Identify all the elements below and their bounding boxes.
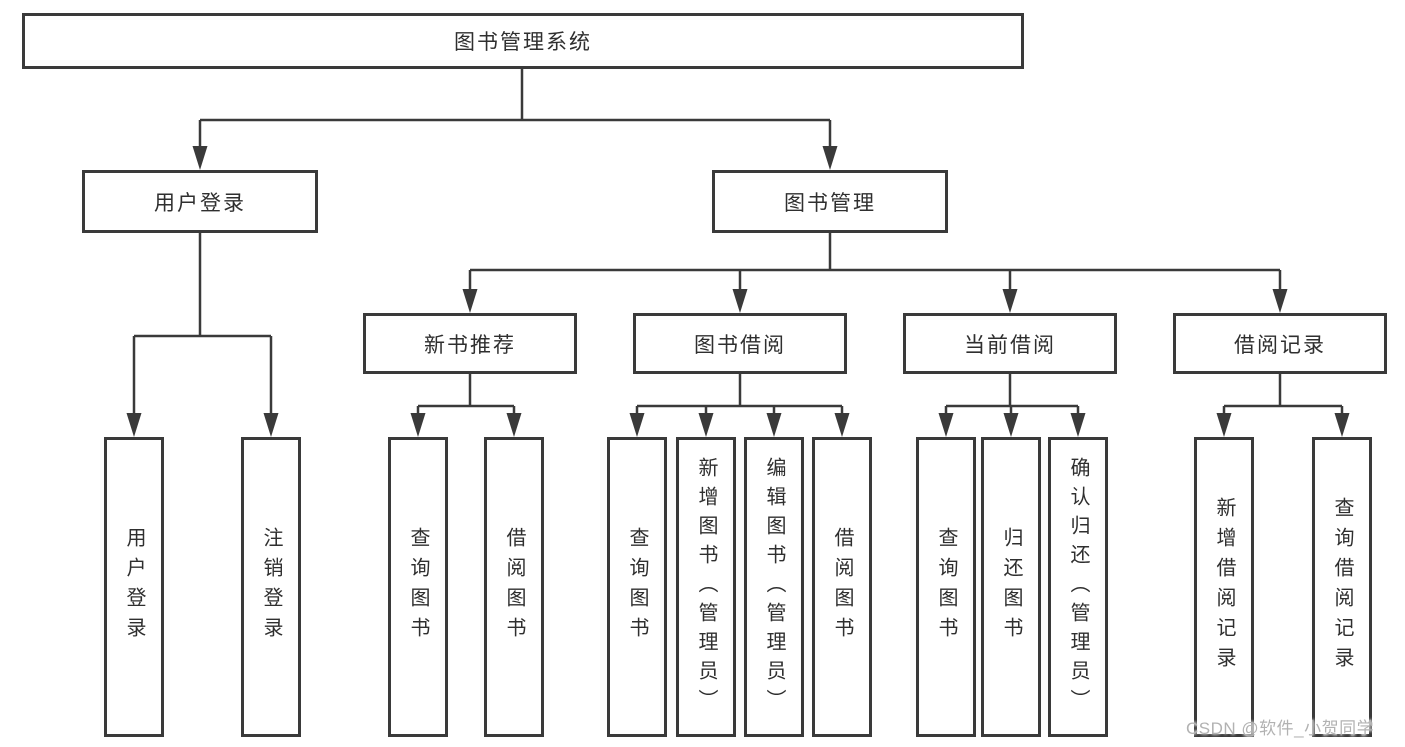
node-leaf-nb-borrow-book: 借阅图书 xyxy=(484,437,544,737)
node-leaf-cb-return-book-label: 归还图书 xyxy=(1000,527,1022,647)
node-leaf-bb-edit-book-label: 编辑图书（管理员） xyxy=(763,456,785,718)
node-borrow-record: 借阅记录 xyxy=(1173,313,1387,374)
node-leaf-bb-borrow-book-label: 借阅图书 xyxy=(831,527,853,647)
node-new-book-recommend-label: 新书推荐 xyxy=(424,333,516,357)
node-leaf-br-add-record: 新增借阅记录 xyxy=(1194,437,1254,737)
node-leaf-user-login-label: 用户登录 xyxy=(123,527,145,647)
node-borrow-record-label: 借阅记录 xyxy=(1234,333,1326,357)
node-leaf-bb-borrow-book: 借阅图书 xyxy=(812,437,872,737)
node-leaf-cb-return-book: 归还图书 xyxy=(981,437,1041,737)
node-leaf-logout-label: 注销登录 xyxy=(260,527,282,647)
node-leaf-bb-add-book-label: 新增图书（管理员） xyxy=(695,456,717,718)
node-user-login-group-label: 用户登录 xyxy=(154,191,246,215)
node-leaf-br-query-record-label: 查询借阅记录 xyxy=(1331,497,1353,677)
node-leaf-br-query-record: 查询借阅记录 xyxy=(1312,437,1372,737)
node-leaf-logout: 注销登录 xyxy=(241,437,301,737)
node-book-borrow-label: 图书借阅 xyxy=(694,333,786,357)
node-leaf-cb-query-book-label: 查询图书 xyxy=(935,527,957,647)
node-current-borrow: 当前借阅 xyxy=(903,313,1117,374)
node-new-book-recommend: 新书推荐 xyxy=(363,313,577,374)
node-leaf-bb-edit-book: 编辑图书（管理员） xyxy=(744,437,804,737)
node-root-system-label: 图书管理系统 xyxy=(454,31,592,54)
node-book-management: 图书管理 xyxy=(712,170,948,233)
node-leaf-cb-confirm-return: 确认归还（管理员） xyxy=(1048,437,1108,737)
node-leaf-nb-borrow-book-label: 借阅图书 xyxy=(503,527,525,647)
node-leaf-cb-query-book: 查询图书 xyxy=(916,437,976,737)
node-root-system: 图书管理系统 xyxy=(22,13,1024,69)
node-user-login-group: 用户登录 xyxy=(82,170,318,233)
node-leaf-nb-query-book: 查询图书 xyxy=(388,437,448,737)
node-leaf-cb-confirm-return-label: 确认归还（管理员） xyxy=(1067,456,1089,718)
node-current-borrow-label: 当前借阅 xyxy=(964,333,1056,357)
csdn-watermark: CSDN @软件_小贺同学 xyxy=(1186,719,1375,738)
node-leaf-nb-query-book-label: 查询图书 xyxy=(407,527,429,647)
node-leaf-bb-query-book-label: 查询图书 xyxy=(626,527,648,647)
node-book-management-label: 图书管理 xyxy=(784,191,876,215)
node-leaf-user-login: 用户登录 xyxy=(104,437,164,737)
node-book-borrow: 图书借阅 xyxy=(633,313,847,374)
node-leaf-bb-query-book: 查询图书 xyxy=(607,437,667,737)
node-leaf-br-add-record-label: 新增借阅记录 xyxy=(1213,497,1235,677)
node-leaf-bb-add-book: 新增图书（管理员） xyxy=(676,437,736,737)
